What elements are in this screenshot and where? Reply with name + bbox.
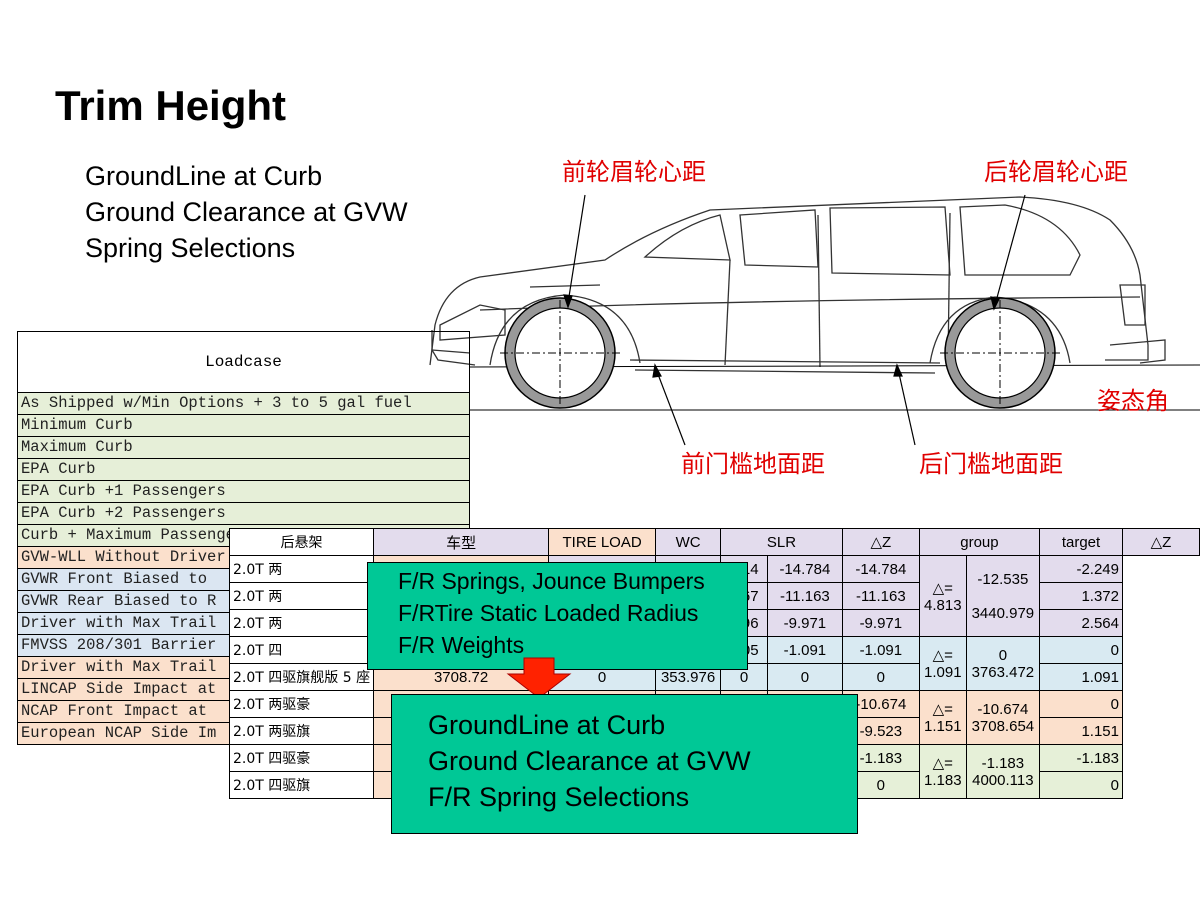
loadcase-row: EPA Curb +2 Passengers	[18, 503, 470, 525]
loadcase-row: As Shipped w/Min Options + 3 to 5 gal fu…	[18, 393, 470, 415]
cell-dz: -14.784	[766, 555, 843, 583]
cell-model: 2.0T 两驱旗	[228, 717, 375, 745]
loadcase-row: EPA Curb	[18, 459, 470, 481]
cell-dz2: -1.183	[1039, 744, 1123, 772]
header-tire-load: TIRE LOAD	[548, 528, 657, 556]
cell-dz: -11.163	[766, 582, 843, 610]
intro-item: Spring Selections	[85, 233, 296, 263]
loadcase-header: Loadcase	[18, 332, 470, 393]
loadcase-row: Maximum Curb	[18, 437, 470, 459]
cell-model: 2.0T 四驱旗舰版 5 座	[228, 663, 375, 691]
cell-grp: -11.163	[841, 582, 920, 610]
intro-item: GroundLine at Curb	[85, 161, 323, 191]
side-label: 后悬架	[228, 528, 375, 556]
header-target: target	[1039, 528, 1123, 556]
header-model: 车型	[373, 528, 550, 556]
label-rear-wheel-arch: 后轮眉轮心距	[984, 158, 1128, 186]
cell-model: 2.0T 两驱豪	[228, 690, 375, 718]
inputs-box: F/R Springs, Jounce Bumpers F/RTire Stat…	[367, 562, 748, 670]
vehicle-illustration	[429, 194, 1200, 446]
cell-target: 0 3763.472	[965, 636, 1041, 691]
cell-dz2: 1.372	[1039, 582, 1123, 610]
down-arrow-icon	[506, 657, 572, 699]
cell-dz2: 0	[1039, 636, 1123, 664]
cell-target: -12.535 3440.979	[965, 555, 1041, 637]
header-dz2: △Z	[1122, 528, 1200, 556]
outputs-box: GroundLine at Curb Ground Clearance at G…	[391, 694, 858, 834]
cell-model: 2.0T 两	[228, 582, 375, 610]
slide-title: Trim Height	[55, 82, 287, 129]
cell-dz: -9.971	[766, 609, 843, 637]
cell-model: 2.0T 两	[228, 609, 375, 637]
header-dz: △Z	[841, 528, 920, 556]
cell-dz2: 2.564	[1039, 609, 1123, 637]
cell-dz2: 0	[1039, 690, 1123, 718]
input-item: F/RTire Static Loaded Radius	[398, 600, 699, 626]
label-front-door-sill: 前门槛地面距	[681, 450, 825, 478]
intro-list: GroundLine at Curb Ground Clearance at G…	[85, 158, 408, 266]
header-wc: WC	[655, 528, 722, 556]
cell-model: 2.0T 四驱旗	[228, 771, 375, 799]
cell-model: 2.0T 四	[228, 636, 375, 664]
cell-dz: 0	[766, 663, 843, 691]
cell-grp: 0	[841, 663, 920, 691]
cell-dz2: 1.091	[1039, 663, 1123, 691]
label-rear-door-sill: 后门槛地面距	[919, 450, 1063, 478]
table-header-row: 后悬架 车型 TIRE LOAD WC SLR △Z group target …	[228, 528, 1200, 556]
input-item: F/R Springs, Jounce Bumpers	[398, 568, 705, 594]
label-front-wheel-arch: 前轮眉轮心距	[562, 158, 706, 186]
header-slr: SLR	[720, 528, 843, 556]
cell-dz2: -2.249	[1039, 555, 1123, 583]
intro-item: Ground Clearance at GVW	[85, 197, 408, 227]
cell-model: 2.0T 两	[228, 555, 375, 583]
loadcase-row: EPA Curb +1 Passengers	[18, 481, 470, 503]
cell-grp: -1.091	[841, 636, 920, 664]
cell-delta: △= 1.151	[918, 690, 967, 745]
cell-delta: △= 4.813	[918, 555, 967, 637]
loadcase-row: Minimum Curb	[18, 415, 470, 437]
cell-target: -1.183 4000.113	[965, 744, 1041, 799]
cell-dz2: 0	[1039, 771, 1123, 799]
input-item: F/R Weights	[398, 632, 525, 658]
cell-delta: △= 1.183	[918, 744, 967, 799]
cell-delta: △= 1.091	[918, 636, 967, 691]
output-item: F/R Spring Selections	[428, 782, 690, 812]
output-item: Ground Clearance at GVW	[428, 746, 751, 776]
cell-grp: -9.971	[841, 609, 920, 637]
cell-target: -10.674 3708.654	[965, 690, 1041, 745]
cell-grp: -14.784	[841, 555, 920, 583]
cell-dz2: 1.151	[1039, 717, 1123, 745]
label-attitude-angle: 姿态角	[1097, 387, 1169, 415]
header-group: group	[918, 528, 1041, 556]
cell-dz: -1.091	[766, 636, 843, 664]
cell-model: 2.0T 四驱豪	[228, 744, 375, 772]
output-item: GroundLine at Curb	[428, 710, 666, 740]
